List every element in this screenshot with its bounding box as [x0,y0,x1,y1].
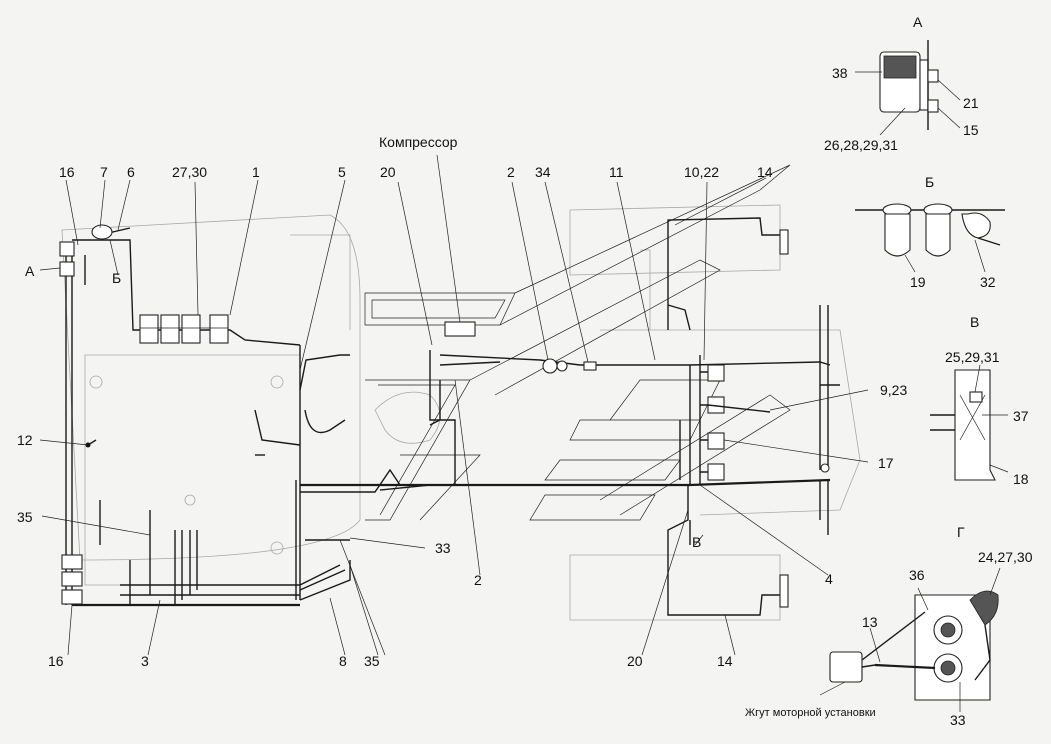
part-8: 8 [339,653,347,669]
part-18: 18 [1013,471,1029,487]
detail-g [819,567,1001,712]
part-20-top: 20 [380,164,396,180]
part-2-bottom: 2 [474,572,482,588]
part-12: 12 [17,432,33,448]
part-33-detail: 33 [950,712,966,728]
part-3: 3 [141,653,149,669]
label-engine-harness: Жгут моторной установки [745,707,876,719]
part-37: 37 [1013,408,1029,424]
part-24-27-30: 24,27,30 [978,549,1033,565]
part-1: 1 [252,164,260,180]
rear-connectors [707,364,725,481]
part-6: 6 [127,164,135,180]
view-a-title: А [913,14,923,30]
part-17: 17 [878,455,894,471]
part-7: 7 [100,164,108,180]
part-13: 13 [862,614,878,630]
view-b-title: Б [925,174,934,190]
part-10-22: 10,22 [684,164,719,180]
label-compressor: Компрессор [379,134,458,150]
labels: Компрессор Жгут моторной установки А Б В… [17,14,1033,728]
callout-b: Б [112,270,121,286]
view-g-title: Г [957,524,965,540]
detail-b [855,203,1005,273]
part-16-top: 16 [59,164,75,180]
part-4: 4 [825,571,833,587]
part-11: 11 [609,164,624,180]
relay-block [139,314,229,344]
detail-a [855,40,961,136]
part-16-bottom: 16 [48,653,64,669]
part-35-bottom: 35 [364,653,380,669]
part-14-top: 14 [757,164,773,180]
part-27-30: 27,30 [172,164,207,180]
leader-lines [39,154,869,656]
part-38: 38 [832,65,848,81]
detail-v [930,364,1009,481]
callout-a: А [25,263,35,279]
part-5: 5 [338,164,346,180]
part-21: 21 [963,95,979,111]
part-19: 19 [910,274,926,290]
part-34: 34 [535,164,551,180]
part-33-mid: 33 [435,540,451,556]
part-14-bottom: 14 [717,653,733,669]
main-harness [59,217,840,616]
part-25-29-31: 25,29,31 [945,349,1000,365]
part-35-left: 35 [17,509,33,525]
part-32: 32 [980,274,996,290]
frame-members [364,164,791,521]
part-26-28-29-31: 26,28,29,31 [824,137,898,153]
part-15: 15 [963,122,979,138]
part-20-bottom: 20 [627,653,643,669]
part-36: 36 [909,567,925,583]
part-9-23: 9,23 [880,382,907,398]
view-v-title: В [970,314,979,330]
callout-v: В [692,534,701,550]
part-2-top: 2 [507,164,515,180]
